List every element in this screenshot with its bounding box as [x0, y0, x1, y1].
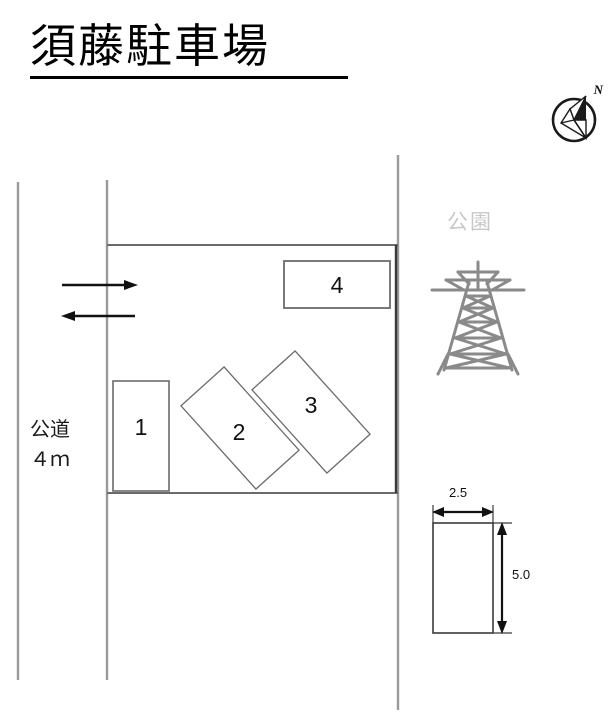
- legend-height-value: 5.0: [512, 567, 531, 582]
- compass-rose: N: [548, 82, 604, 144]
- legend-height-arrow: [497, 522, 507, 634]
- stall-2-shape: [180, 366, 300, 490]
- compass-north-label: N: [593, 82, 603, 97]
- road-label-line2: ４ｍ: [30, 447, 70, 471]
- title-underline: [30, 76, 348, 79]
- stall-3-shape: [251, 350, 371, 474]
- electric-transmission-tower-icon: [428, 258, 528, 380]
- compass-north-icon: [551, 95, 597, 143]
- stall-4-shape: [283, 260, 391, 309]
- road-label: 公道 ４ｍ: [30, 414, 102, 474]
- arrow-right: [62, 280, 138, 290]
- page-title: 須藤駐車場: [30, 18, 360, 79]
- legend-width-value: 2.5: [449, 485, 468, 500]
- legend-width-arrow: [432, 507, 494, 517]
- legend-stall-shape: [432, 522, 494, 634]
- stall-1-shape: [112, 380, 170, 492]
- road-label-line1: 公道: [30, 417, 70, 441]
- page-title-text: 須藤駐車場: [30, 19, 270, 73]
- arrow-left: [61, 311, 135, 321]
- park-label: 公園: [447, 210, 493, 234]
